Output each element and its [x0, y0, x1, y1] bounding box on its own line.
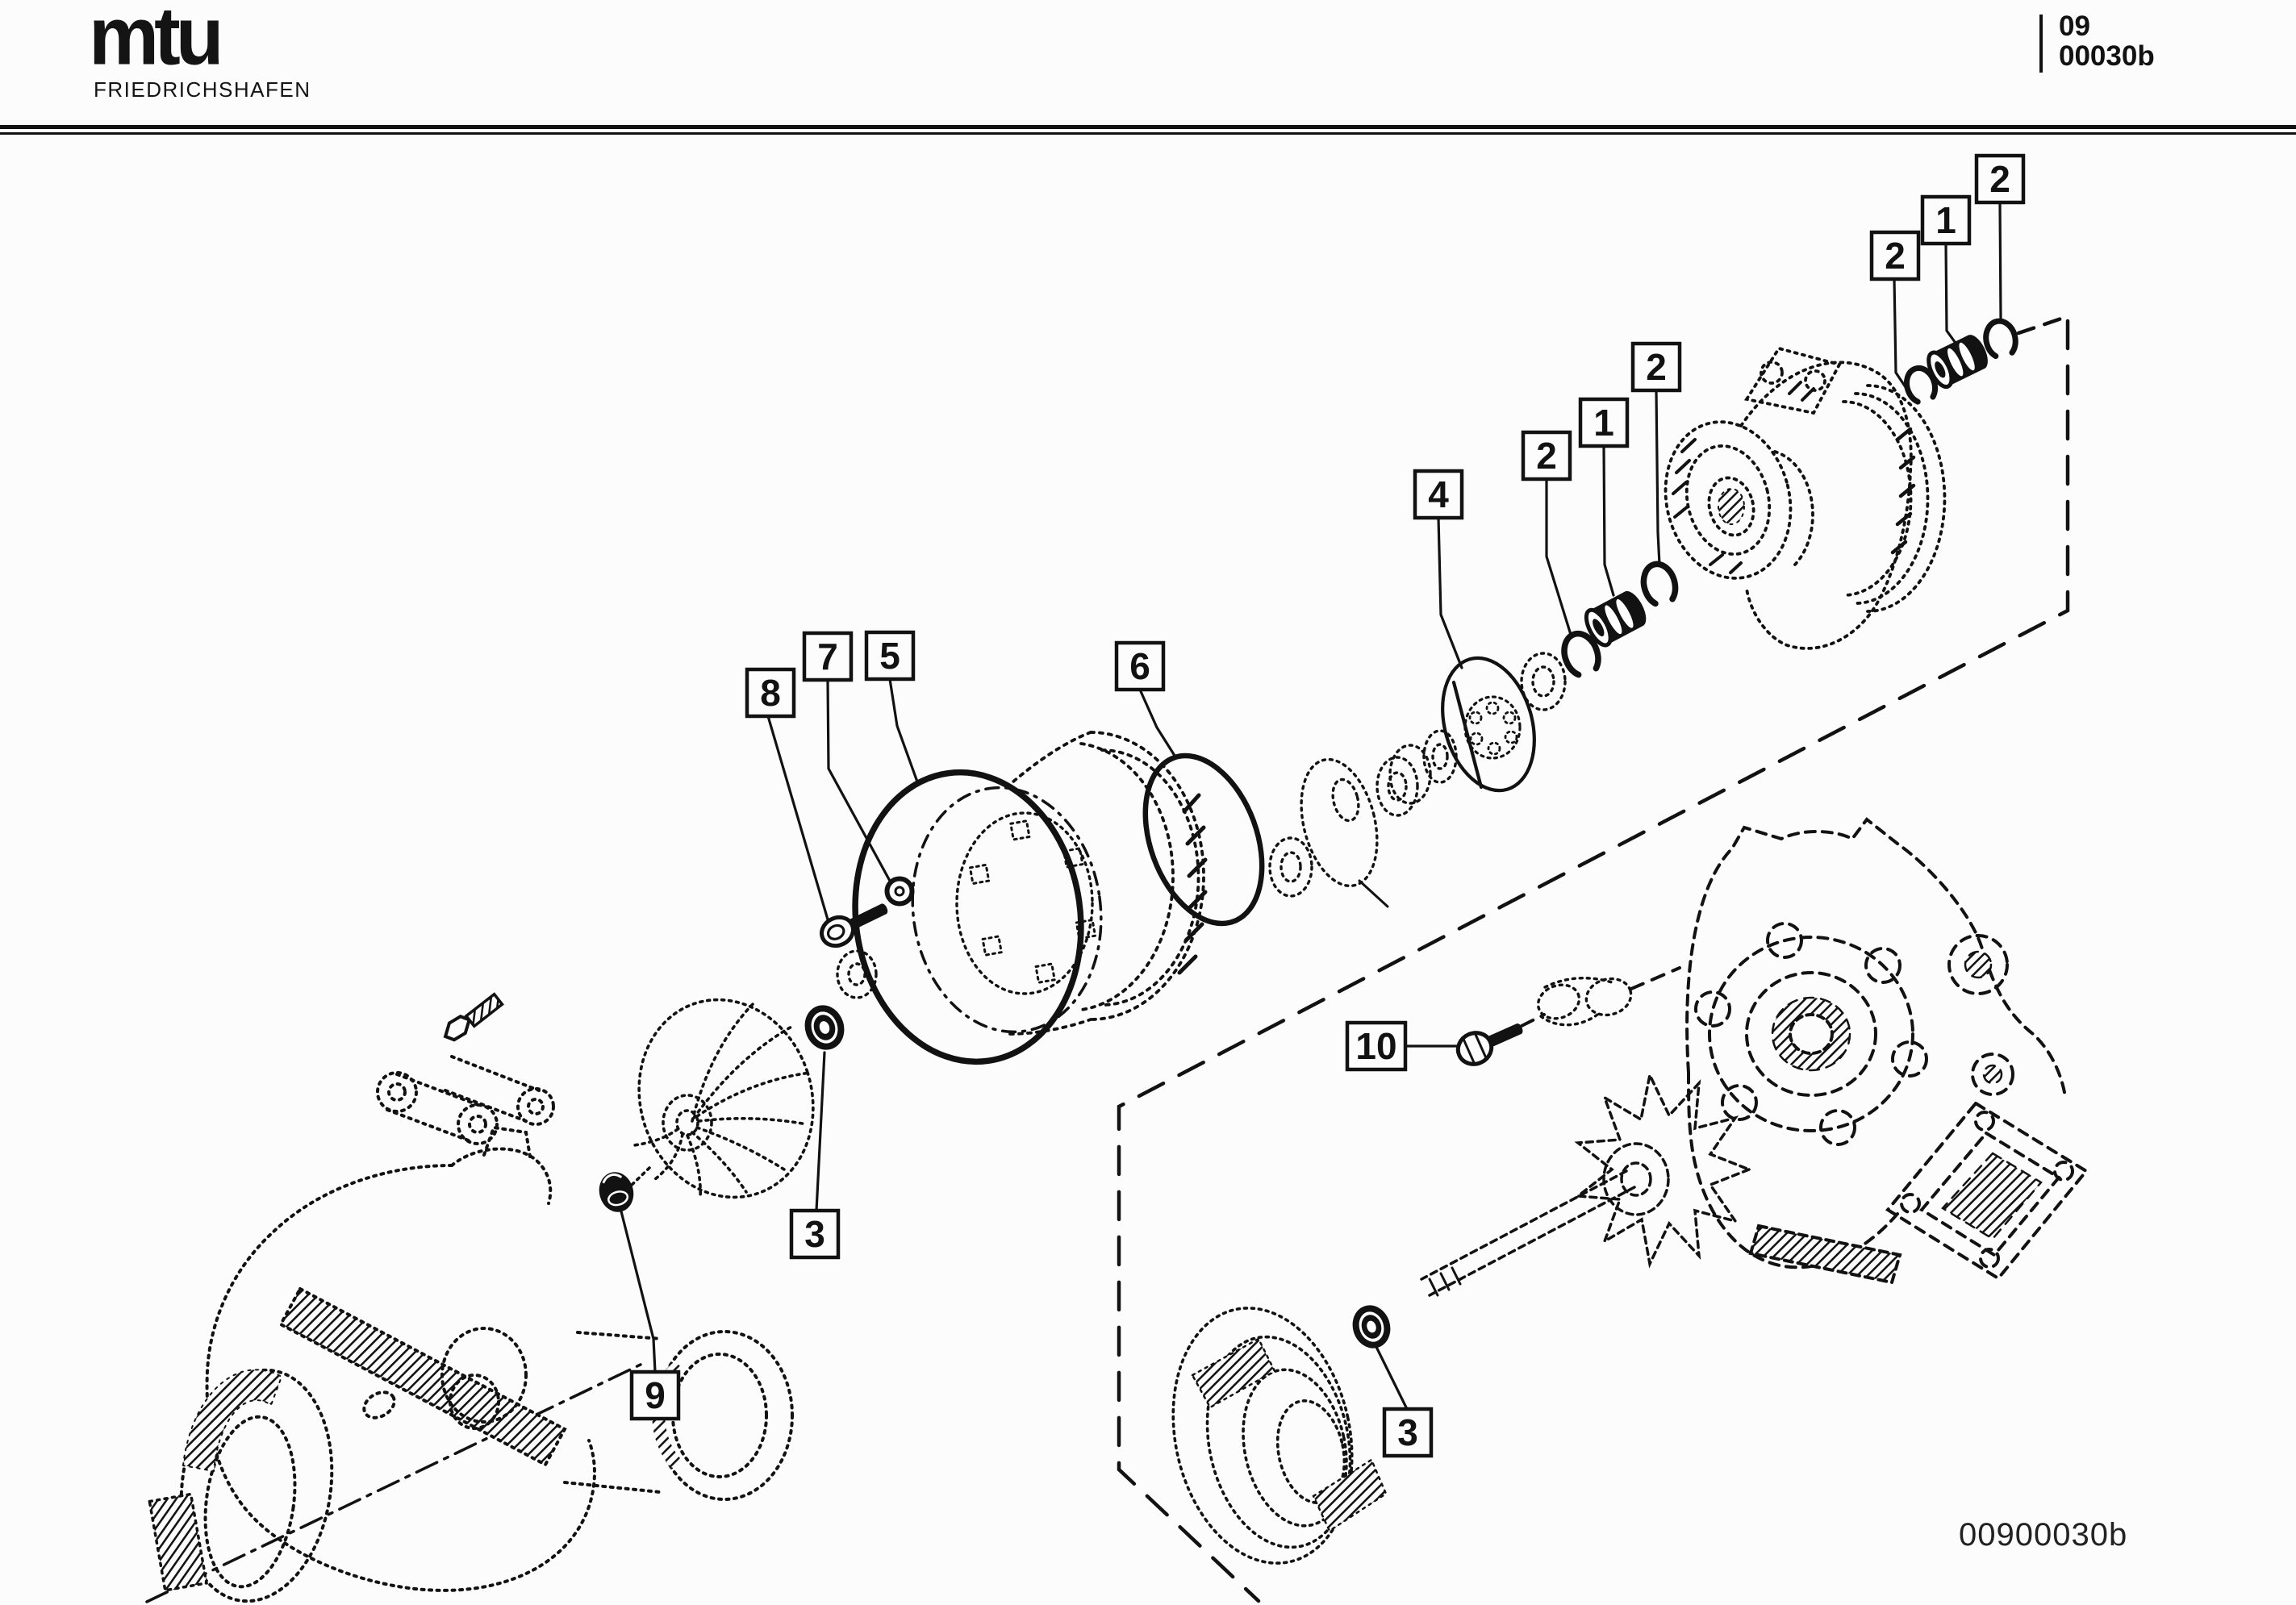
callout-2-top-right: 2	[1974, 153, 2026, 205]
svg-text:4: 4	[1428, 473, 1449, 515]
snap-ring	[1561, 630, 1601, 678]
svg-text:1: 1	[1935, 199, 1956, 241]
svg-text:1: 1	[1593, 402, 1614, 444]
belt-pulley	[1171, 1307, 1388, 1565]
drawing-number: 00900030b	[1959, 1517, 2127, 1553]
pulley-hatch-right	[1312, 1458, 1388, 1532]
rear-pump-housing	[1685, 817, 2089, 1285]
mounting-bracket	[376, 1055, 555, 1145]
compressor-wheel	[626, 998, 815, 1200]
intake-bore	[179, 1368, 334, 1603]
svg-text:8: 8	[760, 672, 781, 714]
pulley-rim	[1005, 731, 1205, 1036]
callout-10: 10	[1345, 1020, 1408, 1072]
callout-7: 7	[802, 631, 854, 682]
snap-ring	[1983, 318, 2018, 360]
pulley-o-ring	[852, 769, 1084, 1065]
pulley-groove-hatch	[1890, 427, 1916, 555]
document-code: 09 00030b	[2059, 11, 2155, 71]
mounting-centerline	[145, 1361, 645, 1603]
shim-washer-chain	[1268, 652, 1567, 908]
shaft-seal-ring-left	[804, 1005, 845, 1050]
impeller-nut	[599, 1172, 634, 1212]
snap-ring	[1640, 561, 1679, 607]
mounting-foot	[1748, 1224, 1902, 1285]
washer	[884, 876, 915, 907]
exhaust-flange	[1885, 1101, 2089, 1281]
bolt-holes	[968, 819, 1097, 984]
callout-boxes: 2 1 2 2 1 2 4 6 8 7	[629, 153, 2026, 1458]
mtu-logo-subtext: FRIEDRICHSHAFEN	[94, 77, 311, 102]
rim-hatch	[1177, 793, 1208, 975]
svg-text:2: 2	[1646, 346, 1667, 388]
flange-bolt	[1455, 1023, 1523, 1066]
pump-flange	[1708, 936, 1914, 1132]
pump-bracket	[1743, 346, 1842, 415]
coolant-pump-housing	[1664, 346, 1947, 650]
svg-text:2: 2	[1536, 435, 1557, 477]
stud-bracket	[1536, 977, 1633, 1027]
svg-text:10: 10	[1355, 1025, 1396, 1067]
washer-dotted	[836, 949, 878, 999]
svg-text:7: 7	[817, 636, 838, 677]
bracket-bolt	[443, 992, 504, 1042]
svg-text:5: 5	[879, 635, 900, 677]
assembly-boundary-line	[145, 315, 2070, 1603]
svg-text:6: 6	[1129, 645, 1150, 687]
shaft-seal-ring-right	[1352, 1305, 1391, 1349]
intake-hatch	[182, 1369, 283, 1473]
svg-text:9: 9	[645, 1374, 666, 1416]
header-divider	[2039, 15, 2043, 73]
callout-3-left: 3	[789, 1208, 841, 1260]
header-rule-thick	[0, 125, 2296, 129]
damper-pulley	[911, 731, 1208, 1036]
callout-2-mid-left: 2	[1521, 430, 1572, 482]
bearing-plate	[1441, 656, 1536, 793]
mtu-logo: mtu	[89, 0, 224, 82]
callout-6: 6	[1114, 640, 1166, 692]
pulley-bolt	[820, 903, 888, 948]
header-rule-thin	[0, 132, 2296, 135]
callout-1-mid: 1	[1578, 397, 1630, 448]
callout-2-top-left: 2	[1869, 230, 1921, 281]
bearing-bushing	[1927, 335, 1988, 390]
callout-2-mid-right: 2	[1630, 341, 1682, 393]
callout-1-top: 1	[1920, 194, 1972, 246]
bearing-bushing	[1584, 590, 1647, 648]
clamp-band	[278, 1286, 567, 1467]
port-boss	[1947, 934, 2009, 995]
svg-text:3: 3	[804, 1213, 825, 1255]
callout-3-right: 3	[1382, 1407, 1434, 1458]
svg-text:3: 3	[1397, 1411, 1418, 1453]
callout-9: 9	[629, 1369, 681, 1421]
callout-8: 8	[745, 667, 796, 719]
callout-4: 4	[1413, 469, 1464, 520]
doc-number: 00030b	[2059, 40, 2155, 72]
callout-leaders	[620, 201, 2002, 1411]
svg-text:2: 2	[1989, 158, 2010, 200]
cover-o-ring	[1142, 752, 1265, 927]
callout-5: 5	[864, 630, 916, 682]
doc-section: 09	[2059, 10, 2090, 42]
svg-text:2: 2	[1885, 235, 1906, 277]
flange-hatch	[1672, 438, 1743, 574]
compressor-housing	[148, 992, 794, 1603]
alignment-dashes	[1520, 966, 1681, 1028]
gasket-block	[148, 1492, 209, 1592]
turbine-wheel-shaft	[1420, 1070, 1753, 1297]
pulley-hatch-left	[1191, 1337, 1276, 1409]
